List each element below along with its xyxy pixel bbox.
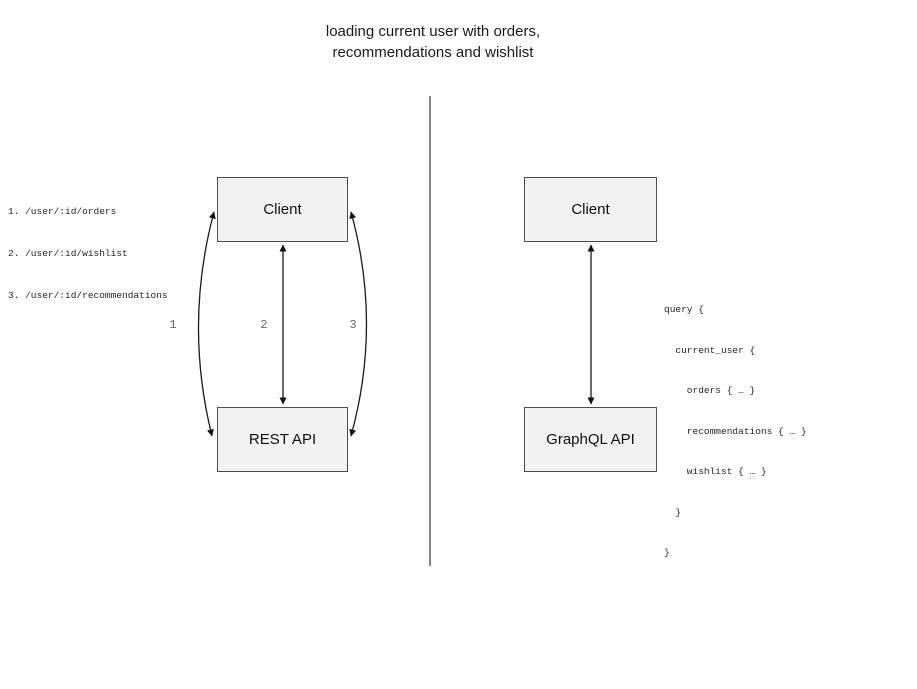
graphql-client-box-label: Client xyxy=(571,201,610,218)
rest-arrow-label-1: 1 xyxy=(169,318,177,332)
graphql-query-line: query { xyxy=(664,304,704,315)
rest-arrow-label-3: 3 xyxy=(349,318,357,332)
graphql-api-box: GraphQL API xyxy=(524,407,657,472)
graphql-api-box-label: GraphQL API xyxy=(546,431,635,448)
rest-api-box: REST API xyxy=(217,407,348,472)
rest-client-box-label: Client xyxy=(263,201,302,218)
title-line-1: loading current user with orders, xyxy=(325,23,541,40)
rest-client-box: Client xyxy=(217,177,348,242)
graphql-client-box: Client xyxy=(524,177,657,242)
rest-endpoint-item: 1. /user/:id/orders xyxy=(8,206,117,217)
graphql-query-line: orders { … } xyxy=(664,385,756,396)
rest-endpoint-item: 3. /user/:id/recommendations xyxy=(8,290,168,301)
rest-endpoint-list: 1. /user/:id/orders 2. /user/:id/wishlis… xyxy=(8,177,168,331)
graphql-query-line: current_user { xyxy=(664,344,756,356)
rest-endpoint-item: 2. /user/:id/wishlist xyxy=(8,248,128,259)
graphql-query-line: recommendations { … } xyxy=(664,425,807,437)
graphql-query-line: wishlist { … } xyxy=(664,466,767,477)
rest-arrow-1-curve xyxy=(197,211,216,437)
diagram-title: loading current user with orders, recomm… xyxy=(133,21,733,63)
graphql-query-block: query { current_user { orders { … } reco… xyxy=(664,276,807,587)
rest-api-box-label: REST API xyxy=(248,431,317,448)
graphql-query-line: } xyxy=(664,506,682,518)
graphql-query-line: } xyxy=(664,547,670,558)
rest-arrow-label-2: 2 xyxy=(260,318,268,332)
title-line-2: recommendations and wishlist xyxy=(332,44,534,61)
